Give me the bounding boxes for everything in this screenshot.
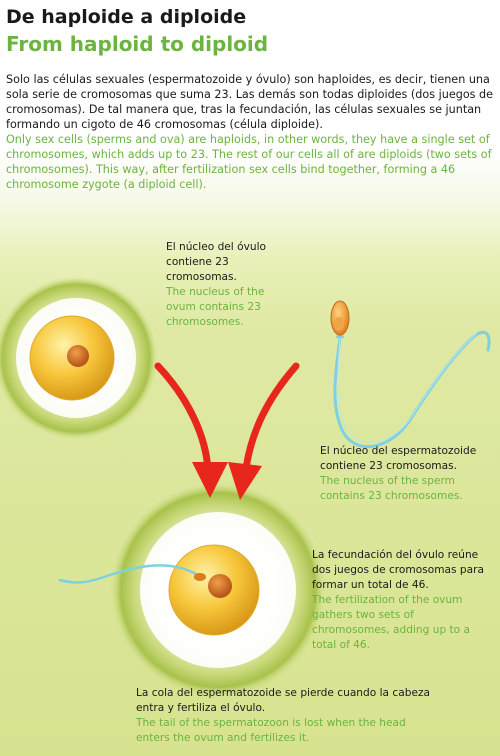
label-fertilization-english: The fertilization of the ovum gathers tw… bbox=[312, 594, 471, 651]
zygote bbox=[58, 482, 326, 698]
label-tail-lost: La cola del espermatozoide se pierde cua… bbox=[136, 686, 436, 746]
title-english: From haploid to diploid bbox=[6, 32, 269, 56]
title-spanish: De haploide a diploide bbox=[6, 6, 247, 28]
arrow-sperm-to-zygote bbox=[228, 362, 300, 500]
label-sperm-nucleus: El núcleo del espermatozoide contiene 23… bbox=[320, 444, 492, 504]
label-sperm-nucleus-english: The nucleus of the sperm contains 23 chr… bbox=[320, 475, 463, 502]
label-tail-lost-spanish: La cola del espermatozoide se pierde cua… bbox=[136, 687, 431, 714]
intro-text: Solo las células sexuales (espermatozoid… bbox=[6, 72, 494, 192]
label-fertilization: La fecundación del óvulo reúne dos juego… bbox=[312, 548, 494, 653]
label-tail-lost-english: The tail of the spermatozoon is lost whe… bbox=[136, 717, 406, 744]
ovum-top bbox=[0, 276, 158, 440]
label-fertilization-spanish: La fecundación del óvulo reúne dos juego… bbox=[312, 549, 484, 591]
intro-english: Only sex cells (sperms and ova) are hapl… bbox=[6, 133, 492, 191]
intro-spanish: Solo las células sexuales (espermatozoid… bbox=[6, 73, 494, 131]
label-ovum-nucleus-spanish: El núcleo del óvulo contiene 23 cromosom… bbox=[166, 241, 267, 283]
label-ovum-nucleus-english: The nucleus of the ovum contains 23 chro… bbox=[166, 286, 265, 328]
sperm-cell bbox=[330, 300, 491, 449]
label-sperm-nucleus-spanish: El núcleo del espermatozoide contiene 23… bbox=[320, 445, 477, 472]
label-ovum-nucleus: El núcleo del óvulo contiene 23 cromosom… bbox=[166, 240, 294, 330]
arrow-ovum-to-zygote bbox=[154, 362, 228, 498]
